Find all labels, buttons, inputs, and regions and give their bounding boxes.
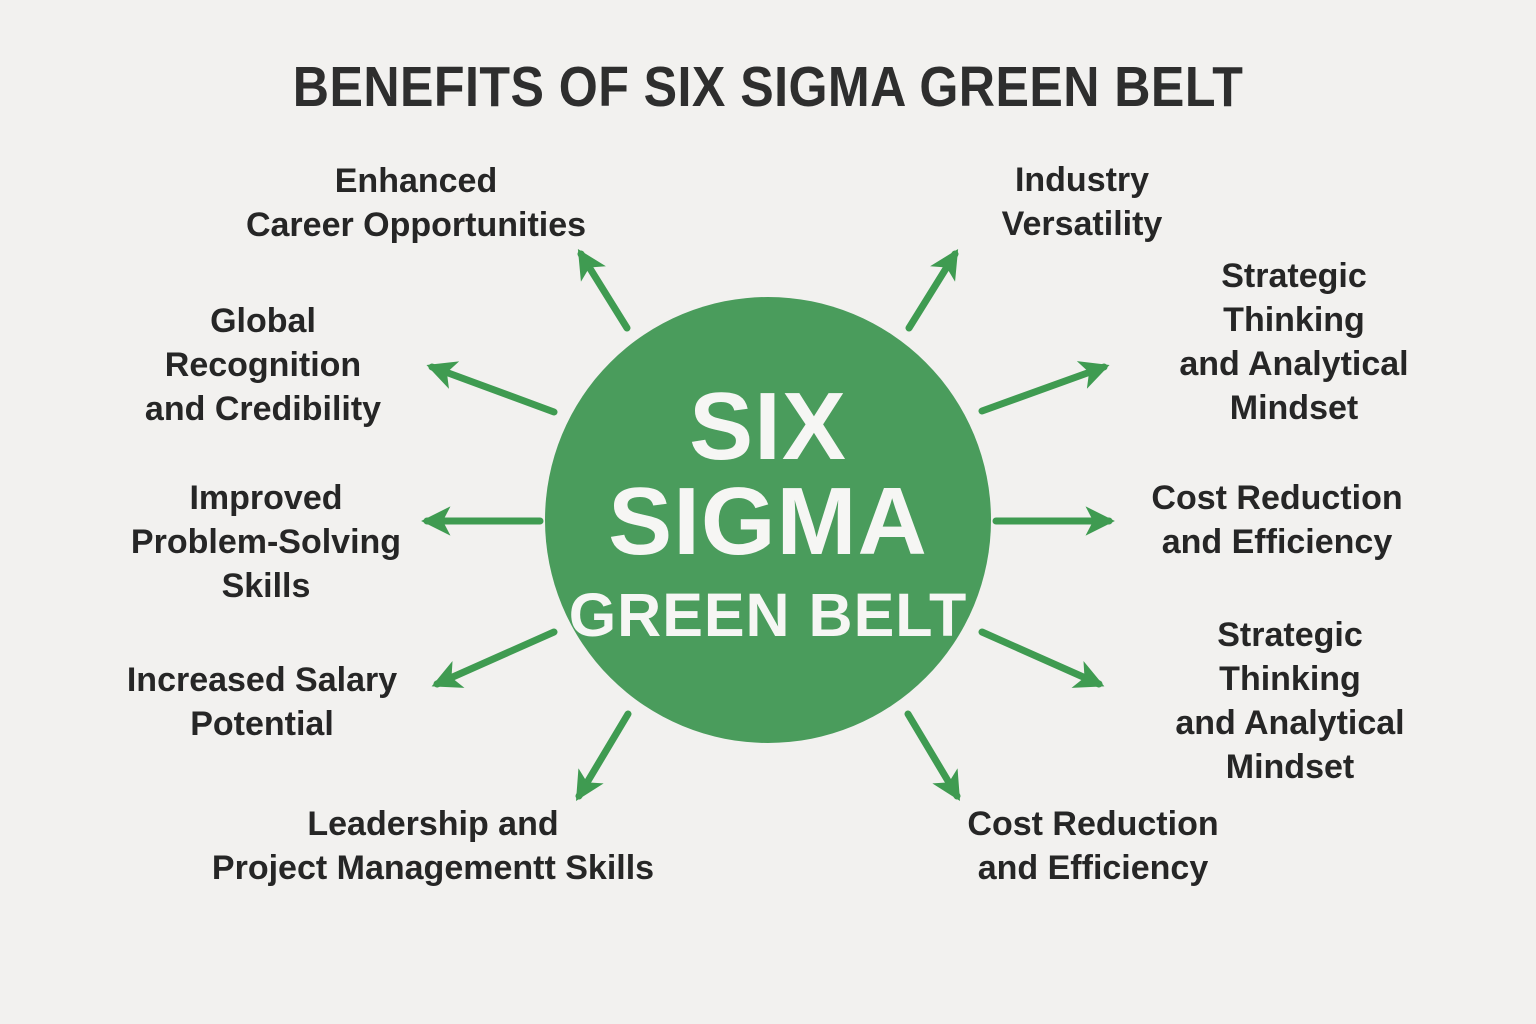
- arrow-global-recognition-credibility: [426, 361, 558, 416]
- benefit-label-strategic-thinking-2: Strategic Thinking and Analytical Mindse…: [1175, 616, 1405, 786]
- arrow-cost-reduction-2: [904, 710, 961, 802]
- center-circle-line2: SIGMA: [608, 467, 928, 575]
- arrow-strategic-thinking-1: [978, 361, 1110, 415]
- arrow-increased-salary-potential: [431, 628, 558, 688]
- center-circle-line1: SIX: [689, 372, 847, 480]
- benefit-label-leadership-project-management-skills: Leadership and Project Managementt Skill…: [211, 805, 655, 887]
- page-title-text: BENEFITS OF SIX SIGMA GREEN BELT: [292, 55, 1244, 119]
- arrow-industry-versatility: [905, 249, 959, 332]
- page-title: BENEFITS OF SIX SIGMA GREEN BELT: [0, 54, 1536, 120]
- benefit-label-cost-reduction-1: Cost Reduction and Efficiency: [1151, 479, 1403, 561]
- center-circle: SIX SIGMA GREEN BELT: [545, 297, 991, 743]
- arrow-strategic-thinking-2: [978, 628, 1105, 688]
- benefit-label-increased-salary-potential: Increased Salary Potential: [126, 661, 398, 743]
- arrow-enhanced-career-opportunities: [577, 249, 631, 332]
- benefit-label-industry-versatility: Industry Versatility: [1001, 161, 1163, 243]
- benefit-label-enhanced-career-opportunities: Enhanced Career Opportunities: [245, 162, 587, 244]
- benefit-label-global-recognition-credibility: Global Recognition and Credibility: [144, 302, 382, 428]
- benefit-label-improved-problem-solving-skills: Improved Problem-Solving Skills: [130, 479, 402, 605]
- arrow-leadership-project-management-skills: [575, 710, 632, 802]
- benefit-label-strategic-thinking-1: Strategic Thinking and Analytical Mindse…: [1179, 257, 1409, 427]
- benefit-label-cost-reduction-2: Cost Reduction and Efficiency: [967, 805, 1219, 887]
- center-circle-line3: GREEN BELT: [568, 580, 968, 649]
